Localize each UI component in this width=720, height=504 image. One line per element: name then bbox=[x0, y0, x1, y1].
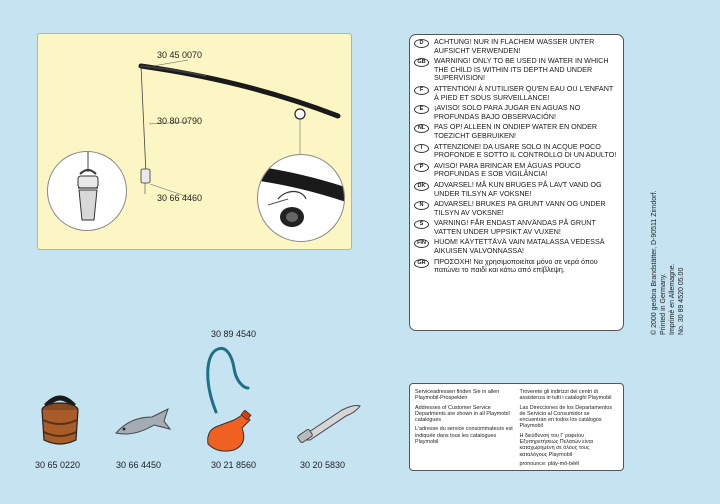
service-text: Addresses of Customer Service Department… bbox=[415, 404, 510, 424]
language-badge: F bbox=[414, 85, 429, 95]
language-badge: I bbox=[414, 143, 429, 153]
warning-text: HUOM! KÄYTETTÄVÄ VAIN MATALASSA VEDESSÄ … bbox=[434, 237, 605, 256]
knife-illustration bbox=[297, 405, 361, 443]
part-number-bottle: 30 21 8560 bbox=[211, 460, 257, 470]
imprint-printed: Printed in Germany. bbox=[660, 273, 667, 335]
reel-zoom-detail bbox=[257, 154, 345, 242]
warning-row: I ATTENZIONE! DA USARE SOLO IN ACQUE POC… bbox=[414, 141, 619, 160]
imprint-imprime: Imprimé en Allemagne. bbox=[669, 263, 676, 335]
warning-text: ATTENZIONE! DA USARE SOLO IN ACQUE POCO … bbox=[434, 141, 617, 160]
warning-text: ADVARSEL! BRUKES PA GRUNT VANN OG UNDER … bbox=[434, 199, 606, 217]
service-text: Troverete gli indirizzi dei centri di as… bbox=[519, 389, 612, 402]
service-text: Η διεύθυνση του Γ ραφείου Εξυπηρετήσεως … bbox=[519, 432, 593, 458]
service-text: Serviceadressen finden Sie in allen Play… bbox=[415, 389, 500, 402]
language-badge: GR bbox=[414, 258, 429, 268]
language-badge: N bbox=[414, 201, 429, 211]
language-badge: DK bbox=[414, 181, 429, 191]
imprint-number: No. 30 89 4520 05.00 bbox=[678, 267, 685, 335]
warning-text: AVISO! PARA BRINCAR EM ÁGUAS POUCO PROFU… bbox=[434, 160, 581, 179]
warning-text: VARNING! FÅR ENDAST ANVÄNDAS PÅ GRUNT VA… bbox=[434, 218, 596, 236]
warning-text: ¡AVISO! SOLO PARA JUGAR EN AGUAS NO PROF… bbox=[434, 103, 581, 121]
warning-row: S VARNING! FÅR ENDAST ANVÄNDAS PÅ GRUNT … bbox=[414, 218, 619, 236]
warning-row: P AVISO! PARA BRINCAR EM ÁGUAS POUCO PRO… bbox=[414, 160, 619, 179]
warning-text: WARNING! ONLY TO BE USED IN WATER IN WHI… bbox=[434, 56, 609, 83]
warning-row: NL PAS OP! ALLEEN IN ONDIEP WATER EN OND… bbox=[414, 122, 619, 140]
warning-row: GR ΠΡΟΣΟΧΗ! Να χρησιμοποιείται μόνο σε ν… bbox=[414, 256, 619, 275]
barrel-illustration bbox=[41, 395, 79, 445]
warning-row: N ADVARSEL! BRUKES PA GRUNT VANN OG UNDE… bbox=[414, 199, 619, 217]
part-number-cord: 30 89 4540 bbox=[211, 329, 257, 339]
warning-row: F ATTENTION! À N'UTILISER QU'EN EAU OU L… bbox=[414, 83, 619, 102]
part-number-fish: 30 66 4450 bbox=[116, 460, 162, 470]
float-zoom-detail bbox=[47, 151, 127, 231]
language-badge: E bbox=[414, 105, 429, 115]
cord-illustration bbox=[206, 347, 250, 414]
part-number-float: 30 66 4460 bbox=[157, 193, 203, 203]
imprint-vertical: © 2000 geobra Brandstätter, D-90511 Zirn… bbox=[650, 155, 710, 335]
warning-text: ATTENTION! À N'UTILISER QU'EN EAU OU L'E… bbox=[434, 83, 614, 102]
warning-row: D ACHTUNG! NUR IN FLACHEM WASSER UNTER A… bbox=[414, 37, 619, 55]
warning-row: E ¡AVISO! SOLO PARA JUGAR EN AGUAS NO PR… bbox=[414, 103, 619, 121]
imprint-copyright: © 2000 geobra Brandstätter, D-90511 Zirn… bbox=[651, 190, 658, 335]
fish-illustration bbox=[115, 408, 172, 435]
service-column-left: Serviceadressen finden Sie in allen Play… bbox=[415, 389, 514, 465]
assembly-diagram-panel: 30 45 0070 30 80 0790 30 66 4460 bbox=[37, 33, 352, 250]
service-address-box: Serviceadressen finden Sie in allen Play… bbox=[409, 383, 624, 471]
part-number-line: 30 80 0790 bbox=[157, 116, 203, 126]
safety-warnings-box: D ACHTUNG! NUR IN FLACHEM WASSER UNTER A… bbox=[409, 34, 624, 331]
language-badge: GB bbox=[414, 58, 429, 68]
part-number-knife: 30 20 5830 bbox=[300, 460, 346, 470]
bottle-illustration bbox=[207, 410, 252, 452]
warning-text: ACHTUNG! NUR IN FLACHEM WASSER UNTER AUF… bbox=[434, 37, 595, 55]
warning-text: ΠΡΟΣΟΧΗ! Να χρησιμοποιείται μόνο σε νερά… bbox=[434, 256, 598, 275]
fishing-rod-illustration bbox=[138, 59, 341, 198]
part-number-barrel: 30 65 0220 bbox=[35, 460, 81, 470]
language-badge: P bbox=[414, 162, 429, 172]
service-text: Las Direcciones de los Departamentos de … bbox=[519, 404, 613, 430]
warning-row: FIN HUOM! KÄYTETTÄVÄ VAIN MATALASSA VEDE… bbox=[414, 238, 619, 255]
language-badge: S bbox=[414, 220, 429, 230]
language-badge: D bbox=[414, 39, 429, 48]
warning-text: PAS OP! ALLEEN IN ONDIEP WATER EN ONDER … bbox=[434, 122, 598, 140]
language-badge: FIN bbox=[414, 239, 429, 249]
part-number-rod: 30 45 0070 bbox=[157, 50, 203, 60]
language-badge: NL bbox=[414, 124, 429, 134]
warning-text: ADVARSEL! MÅ KUN BRUGES PÅ LAVT VAND OG … bbox=[434, 179, 602, 198]
warning-row: DK ADVARSEL! MÅ KUN BRUGES PÅ LAVT VAND … bbox=[414, 179, 619, 198]
service-text: L'adresse du service consommateurs est i… bbox=[415, 426, 513, 446]
warning-row: GB WARNING! ONLY TO BE USED IN WATER IN … bbox=[414, 56, 619, 83]
service-text: pronounce: pläy-mō-bēēl bbox=[519, 460, 580, 467]
service-column-right: Troverete gli indirizzi dei centri di as… bbox=[519, 389, 619, 467]
